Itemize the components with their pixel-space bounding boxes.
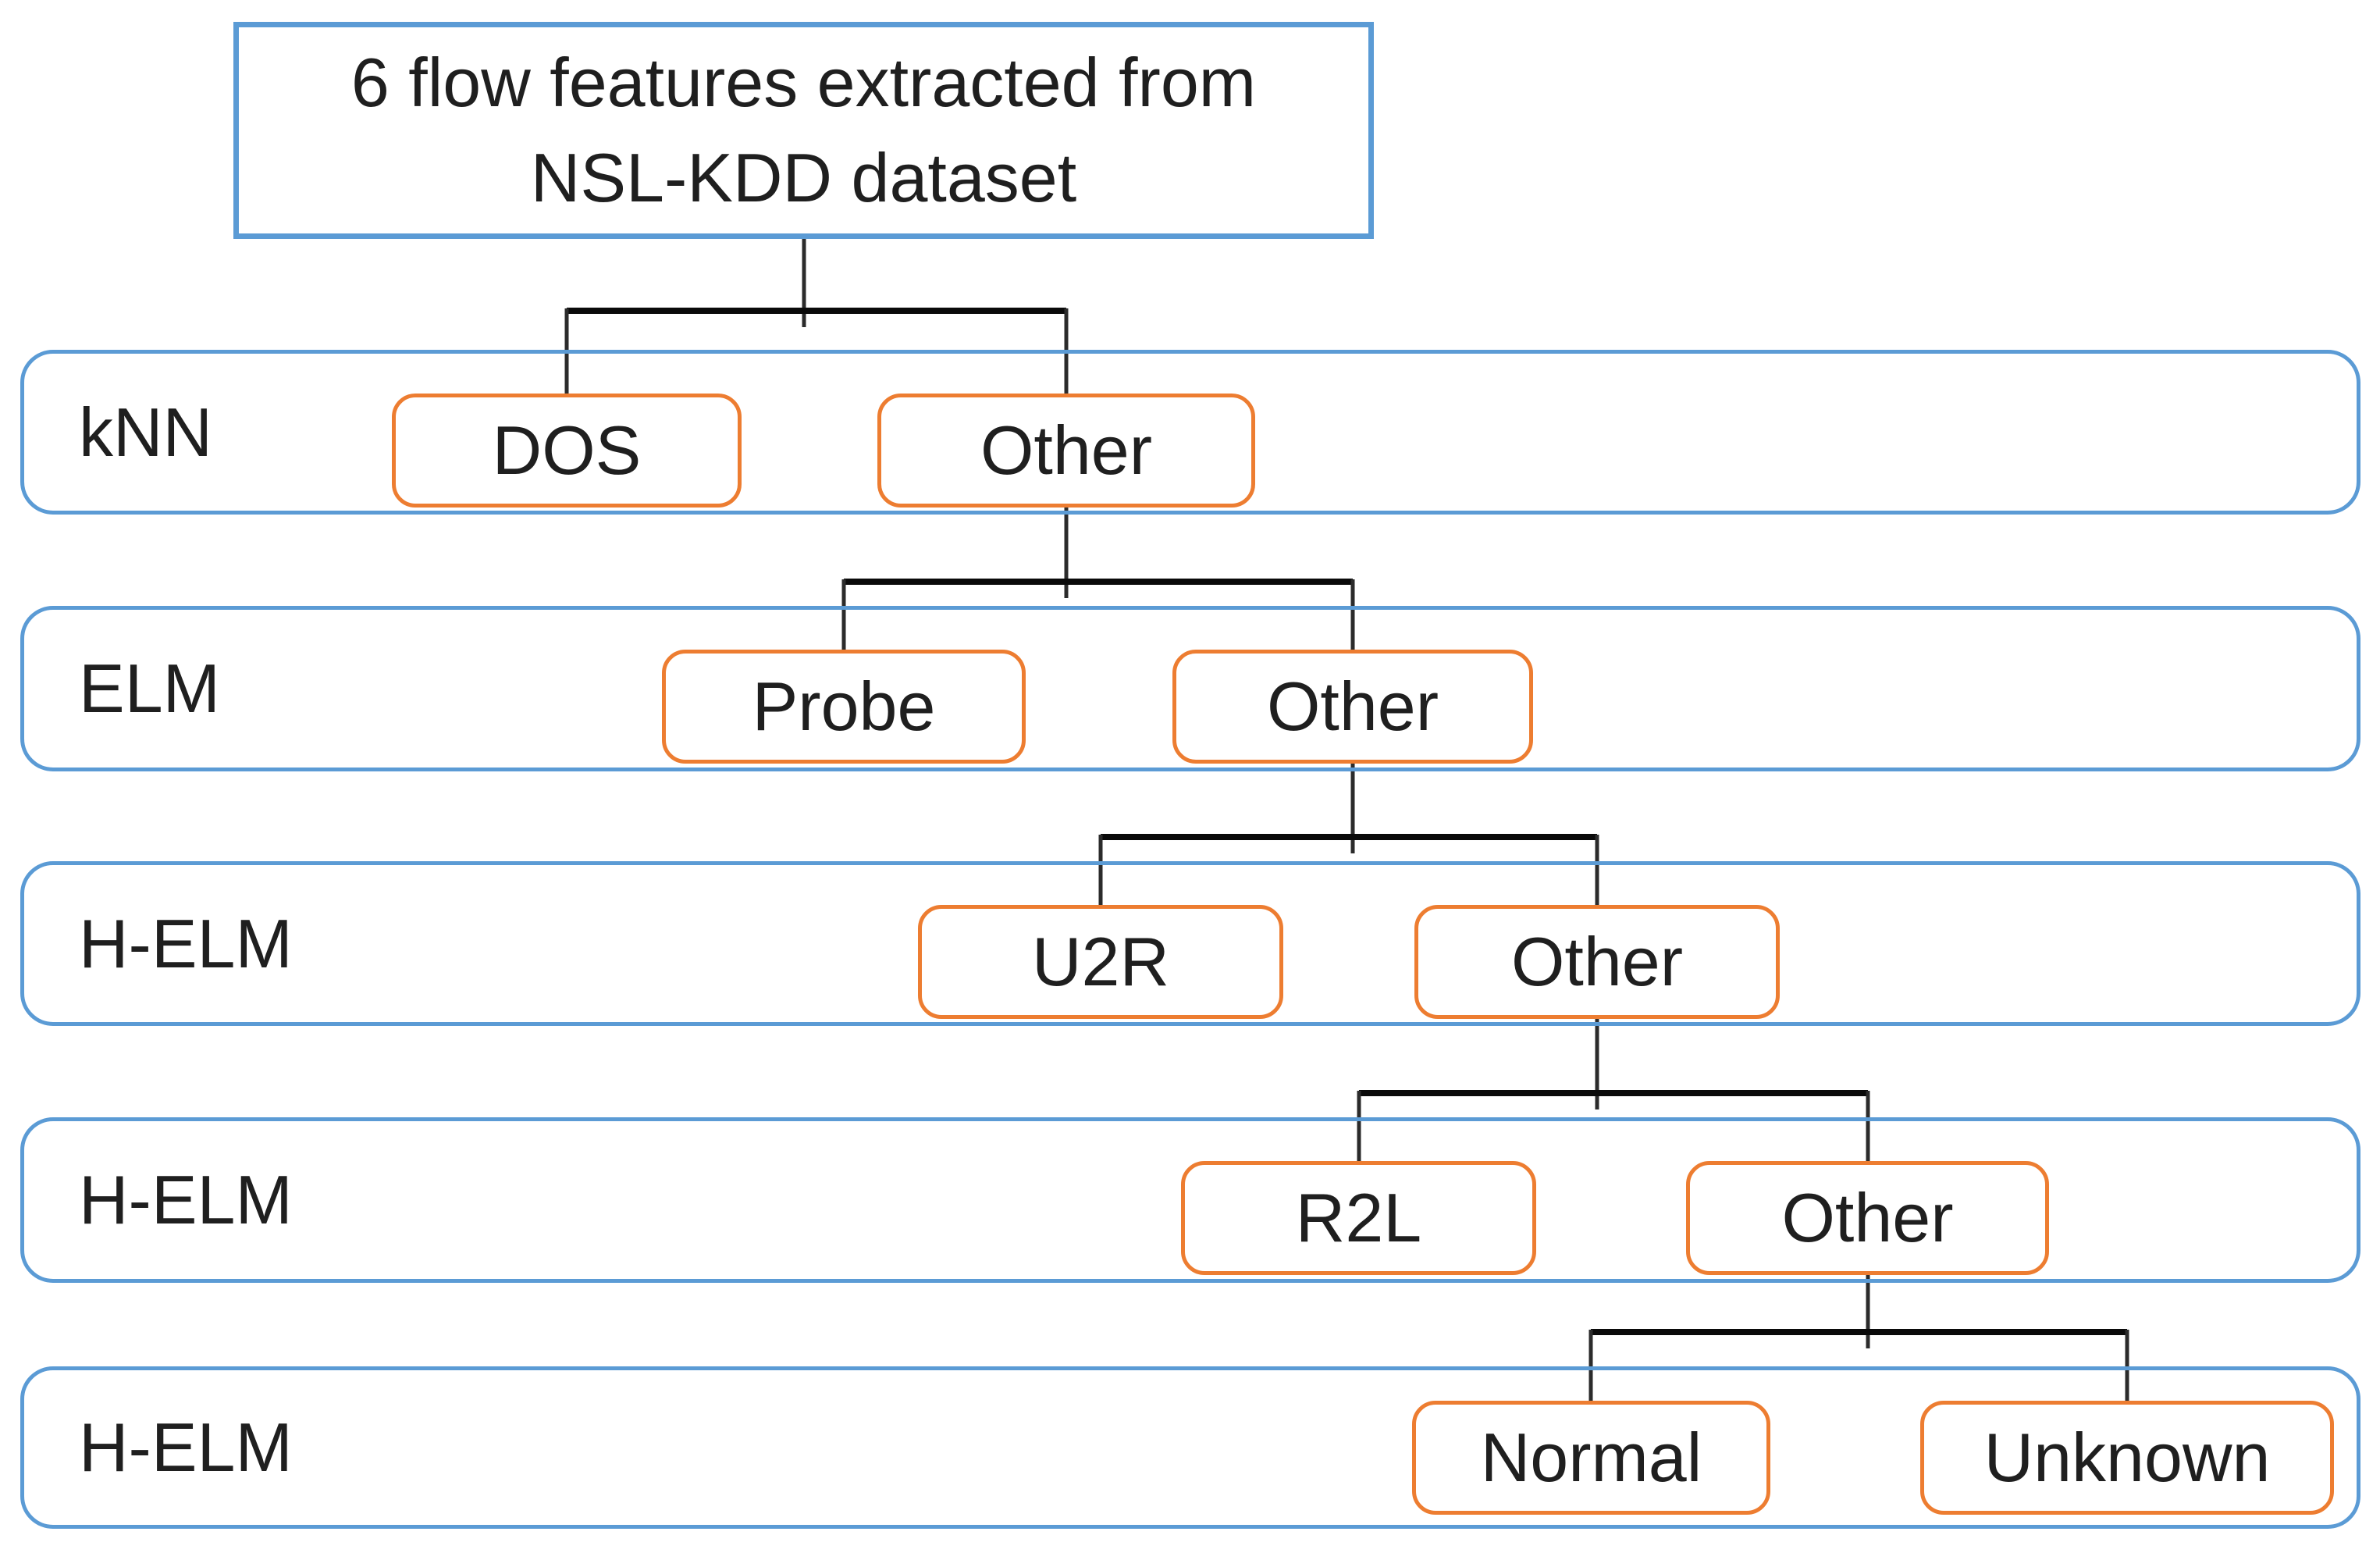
root-box-line1: 6 flow features extracted from xyxy=(350,44,1257,121)
stage-row-helm-3: H-ELM xyxy=(20,1366,2360,1529)
classifier-label-elm: ELM xyxy=(79,650,220,727)
node-u2r-label: U2R xyxy=(1031,923,1170,1000)
stage-row-helm-1: H-ELM xyxy=(20,861,2360,1026)
node-other-elm: Other xyxy=(1172,650,1533,764)
node-dos: DOS xyxy=(392,394,742,508)
node-r2l-label: R2L xyxy=(1295,1179,1422,1256)
node-other-elm-label: Other xyxy=(1266,668,1439,745)
node-probe-label: Probe xyxy=(752,668,936,745)
node-other-helm-2-label: Other xyxy=(1781,1179,1954,1256)
node-normal: Normal xyxy=(1412,1401,1770,1515)
stage-row-knn: kNN xyxy=(20,350,2360,515)
stage-row-elm: ELM xyxy=(20,606,2360,771)
root-feature-box: 6 flow features extracted from NSL-KDD d… xyxy=(233,22,1374,239)
root-box-line2: NSL-KDD dataset xyxy=(530,139,1077,216)
node-other-helm-1: Other xyxy=(1414,905,1780,1019)
stage-row-helm-2: H-ELM xyxy=(20,1117,2360,1283)
classifier-label-helm-2: H-ELM xyxy=(79,1161,293,1238)
node-other-helm-2: Other xyxy=(1686,1161,2049,1275)
node-other-knn-label: Other xyxy=(980,411,1153,489)
classifier-label-helm-3: H-ELM xyxy=(79,1409,293,1486)
node-unknown: Unknown xyxy=(1920,1401,2334,1515)
node-probe: Probe xyxy=(662,650,1026,764)
classifier-label-helm-1: H-ELM xyxy=(79,904,293,982)
node-r2l: R2L xyxy=(1181,1161,1536,1275)
node-normal-label: Normal xyxy=(1480,1419,1702,1496)
node-u2r: U2R xyxy=(918,905,1283,1019)
classifier-label-knn: kNN xyxy=(79,393,213,471)
node-unknown-label: Unknown xyxy=(1983,1419,2271,1496)
node-dos-label: DOS xyxy=(492,411,642,489)
node-other-helm-1-label: Other xyxy=(1510,923,1684,1000)
node-other-knn: Other xyxy=(877,394,1255,508)
